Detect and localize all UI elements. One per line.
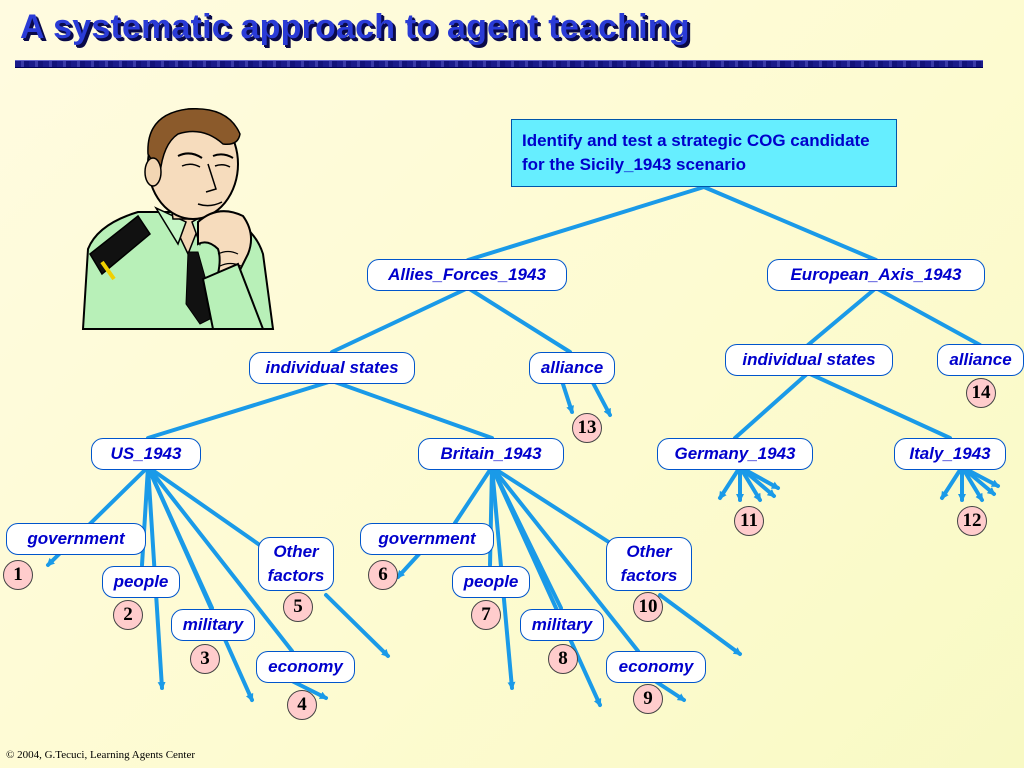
- title-underline: [15, 60, 983, 68]
- node-britain-economy[interactable]: economy: [606, 651, 706, 683]
- step-badge-4: 4: [287, 690, 317, 720]
- step-badge-6: 6: [368, 560, 398, 590]
- node-us-people[interactable]: people: [102, 566, 180, 598]
- root-goal-box: Identify and test a strategic COG candid…: [511, 119, 897, 187]
- step-badge-14: 14: [966, 378, 996, 408]
- node-us-economy[interactable]: economy: [256, 651, 355, 683]
- node-britain-other-factors[interactable]: Other factors: [606, 537, 692, 591]
- slide-footer: © 2004, G.Tecuci, Learning Agents Center: [6, 749, 196, 761]
- officer-illustration: [81, 107, 275, 330]
- step-badge-2: 2: [113, 600, 143, 630]
- node-us-government[interactable]: government: [6, 523, 146, 555]
- step-badge-11: 11: [734, 506, 764, 536]
- node-allies-individual-states[interactable]: individual states: [249, 352, 415, 384]
- node-us-military[interactable]: military: [171, 609, 255, 641]
- node-britain-1943[interactable]: Britain_1943: [418, 438, 564, 470]
- slide-title: A systematic approach to agent teaching: [20, 8, 690, 46]
- node-us-other-factors[interactable]: Other factors: [258, 537, 334, 591]
- step-badge-5: 5: [283, 592, 313, 622]
- node-us-1943[interactable]: US_1943: [91, 438, 201, 470]
- node-european-axis[interactable]: European_Axis_1943: [767, 259, 985, 291]
- node-britain-government[interactable]: government: [360, 523, 494, 555]
- step-badge-7: 7: [471, 600, 501, 630]
- node-axis-alliance[interactable]: alliance: [937, 344, 1024, 376]
- node-britain-people[interactable]: people: [452, 566, 530, 598]
- node-italy-1943[interactable]: Italy_1943: [894, 438, 1006, 470]
- node-britain-military[interactable]: military: [520, 609, 604, 641]
- node-germany-1943[interactable]: Germany_1943: [657, 438, 813, 470]
- step-badge-8: 8: [548, 644, 578, 674]
- step-badge-12: 12: [957, 506, 987, 536]
- step-badge-10: 10: [633, 592, 663, 622]
- step-badge-3: 3: [190, 644, 220, 674]
- node-axis-individual-states[interactable]: individual states: [725, 344, 893, 376]
- step-badge-1: 1: [3, 560, 33, 590]
- node-allies-forces[interactable]: Allies_Forces_1943: [367, 259, 567, 291]
- step-badge-13: 13: [572, 413, 602, 443]
- node-allies-alliance[interactable]: alliance: [529, 352, 615, 384]
- step-badge-9: 9: [633, 684, 663, 714]
